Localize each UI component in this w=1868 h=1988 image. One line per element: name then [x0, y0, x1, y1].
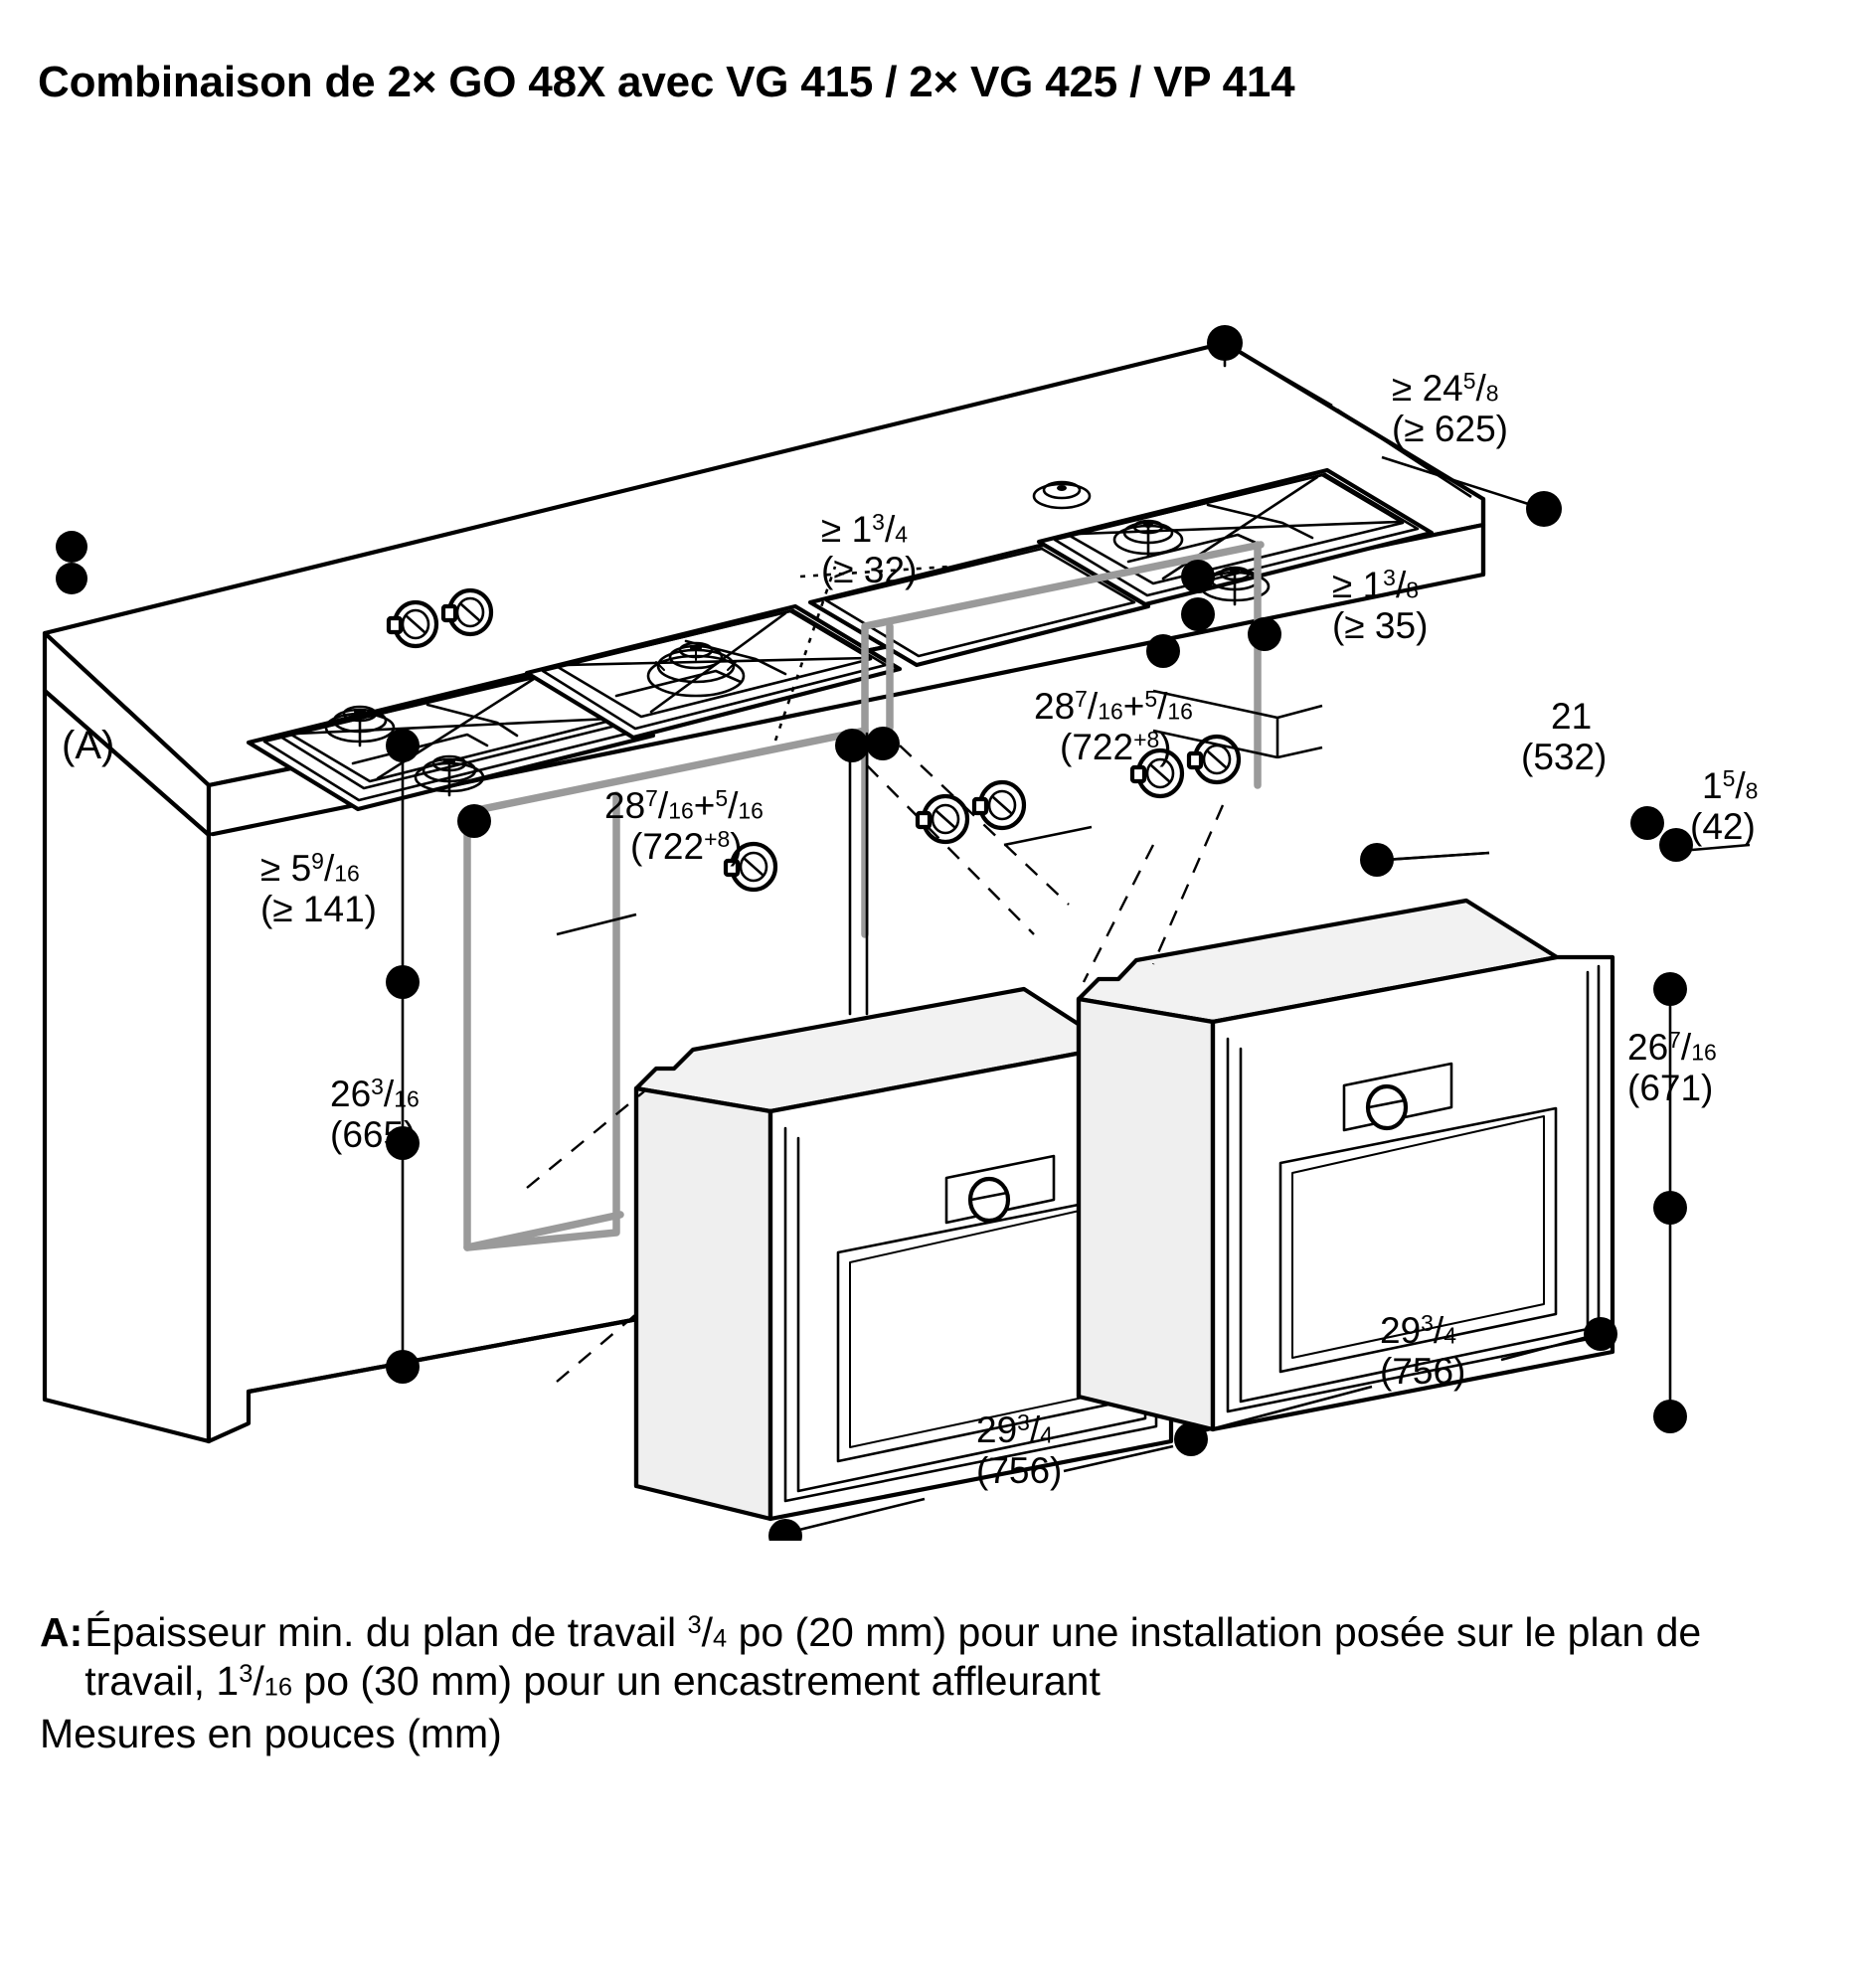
footnote-a-frac1-num: 3 [687, 1610, 702, 1639]
appliance-isometric-drawing: .ln { fill:none; stroke:#000; stroke-wid… [42, 325, 1751, 1541]
dim-rear-clearance: ≥ 13/8 (≥ 35) [1332, 565, 1428, 647]
dim-gap-between-hobs: ≥ 13/4 (≥ 32) [821, 509, 917, 591]
dim-depth-worktop: ≥ 245/8 (≥ 625) [1392, 368, 1508, 450]
page-title: Combinaison de 2× GO 48X avec VG 415 / 2… [38, 58, 1295, 106]
footnote-a-key: A: [40, 1609, 84, 1655]
footnote-measures: Mesures en pouces (mm) [40, 1711, 502, 1757]
cutout-outline-left [463, 791, 620, 1251]
dim-cutout-width-left: 287/16+5/16 (722+8) [604, 785, 764, 868]
dim-inch-value: ≥ 13/4 [821, 509, 908, 550]
control-knob-single [723, 841, 778, 893]
footnote-a-row: A: Épaisseur min. du plan de travail 3/4… [40, 1608, 1789, 1706]
dim-mm-value: (722+8) [630, 826, 743, 868]
dim-mm-value: (722+8) [1060, 727, 1172, 768]
dim-inch-value: ≥ 59/16 [260, 848, 360, 889]
dim-cutout-height-left: 263/16 (665) [330, 1074, 420, 1156]
dim-mm-value: (532) [1521, 737, 1608, 778]
dim-front-clearance: ≥ 59/16 (≥ 141) [260, 848, 377, 930]
control-knobs-mid [915, 779, 1027, 845]
marker-a-label: (A) [62, 724, 115, 767]
dim-mm-value: (≥ 141) [260, 889, 377, 930]
dim-top-offset: 15/8 (42) [1690, 765, 1759, 848]
dim-inch-value: 293/4 [976, 1409, 1053, 1450]
dim-inch-value: 293/4 [1380, 1310, 1456, 1351]
dim-inch-value: 263/16 [330, 1074, 420, 1114]
footnote-a-frac2-den: 16 [263, 1673, 293, 1702]
dim-mm-value: (≥ 625) [1392, 409, 1508, 450]
footnote-a-text: Épaisseur min. du plan de travail 3/4 po… [85, 1609, 1702, 1705]
dim-oven-width-left: 293/4 (756) [976, 1409, 1062, 1492]
footnote-a-frac2-num: 3 [239, 1659, 254, 1688]
dim-inch-value: ≥ 13/8 [1332, 565, 1419, 605]
footnote-a-part3: po (30 mm) pour un encastrement affleura… [292, 1658, 1101, 1705]
dim-mm-value: (756) [976, 1450, 1063, 1492]
dim-inch-value: 287/16+5/16 [604, 785, 764, 826]
dim-inch-value: 267/16 [1627, 1027, 1717, 1068]
dimension-dots [56, 325, 1693, 1541]
dim-inch-value: 15/8 [1702, 765, 1759, 806]
dim-mm-value: (42) [1690, 806, 1756, 848]
hob-module-wok [524, 603, 903, 741]
footnote-a-part2: po (20 mm) pour une installation posée s… [85, 1609, 1702, 1705]
dim-mm-value: (665) [330, 1114, 417, 1156]
oven-right [1076, 898, 1615, 1432]
footnote-a-frac1-den: 4 [713, 1624, 728, 1653]
dim-cutout-width-right: 287/16+5/16 (722+8) [1034, 686, 1193, 768]
dim-mm-value: (≥ 32) [821, 550, 918, 591]
footnote-a-part1: Épaisseur min. du plan de travail [85, 1609, 688, 1655]
dim-inch-value: 21 [1551, 696, 1593, 737]
dim-mm-value: (671) [1627, 1068, 1714, 1109]
control-knobs-left [386, 587, 494, 649]
cutout-outline-right [861, 541, 1265, 735]
dim-mm-value: (756) [1380, 1351, 1466, 1393]
dim-oven-height: 267/16 (671) [1627, 1027, 1717, 1109]
dim-inch-value: ≥ 245/8 [1392, 368, 1499, 409]
dim-inch-value: 287/16+5/16 [1034, 686, 1193, 727]
dim-oven-width-right: 293/4 (756) [1380, 1310, 1465, 1393]
dim-mm-value: (≥ 35) [1332, 605, 1429, 647]
footnotes: A: Épaisseur min. du plan de travail 3/4… [40, 1608, 1789, 1759]
dim-niche-depth: 21 (532) [1521, 696, 1607, 778]
